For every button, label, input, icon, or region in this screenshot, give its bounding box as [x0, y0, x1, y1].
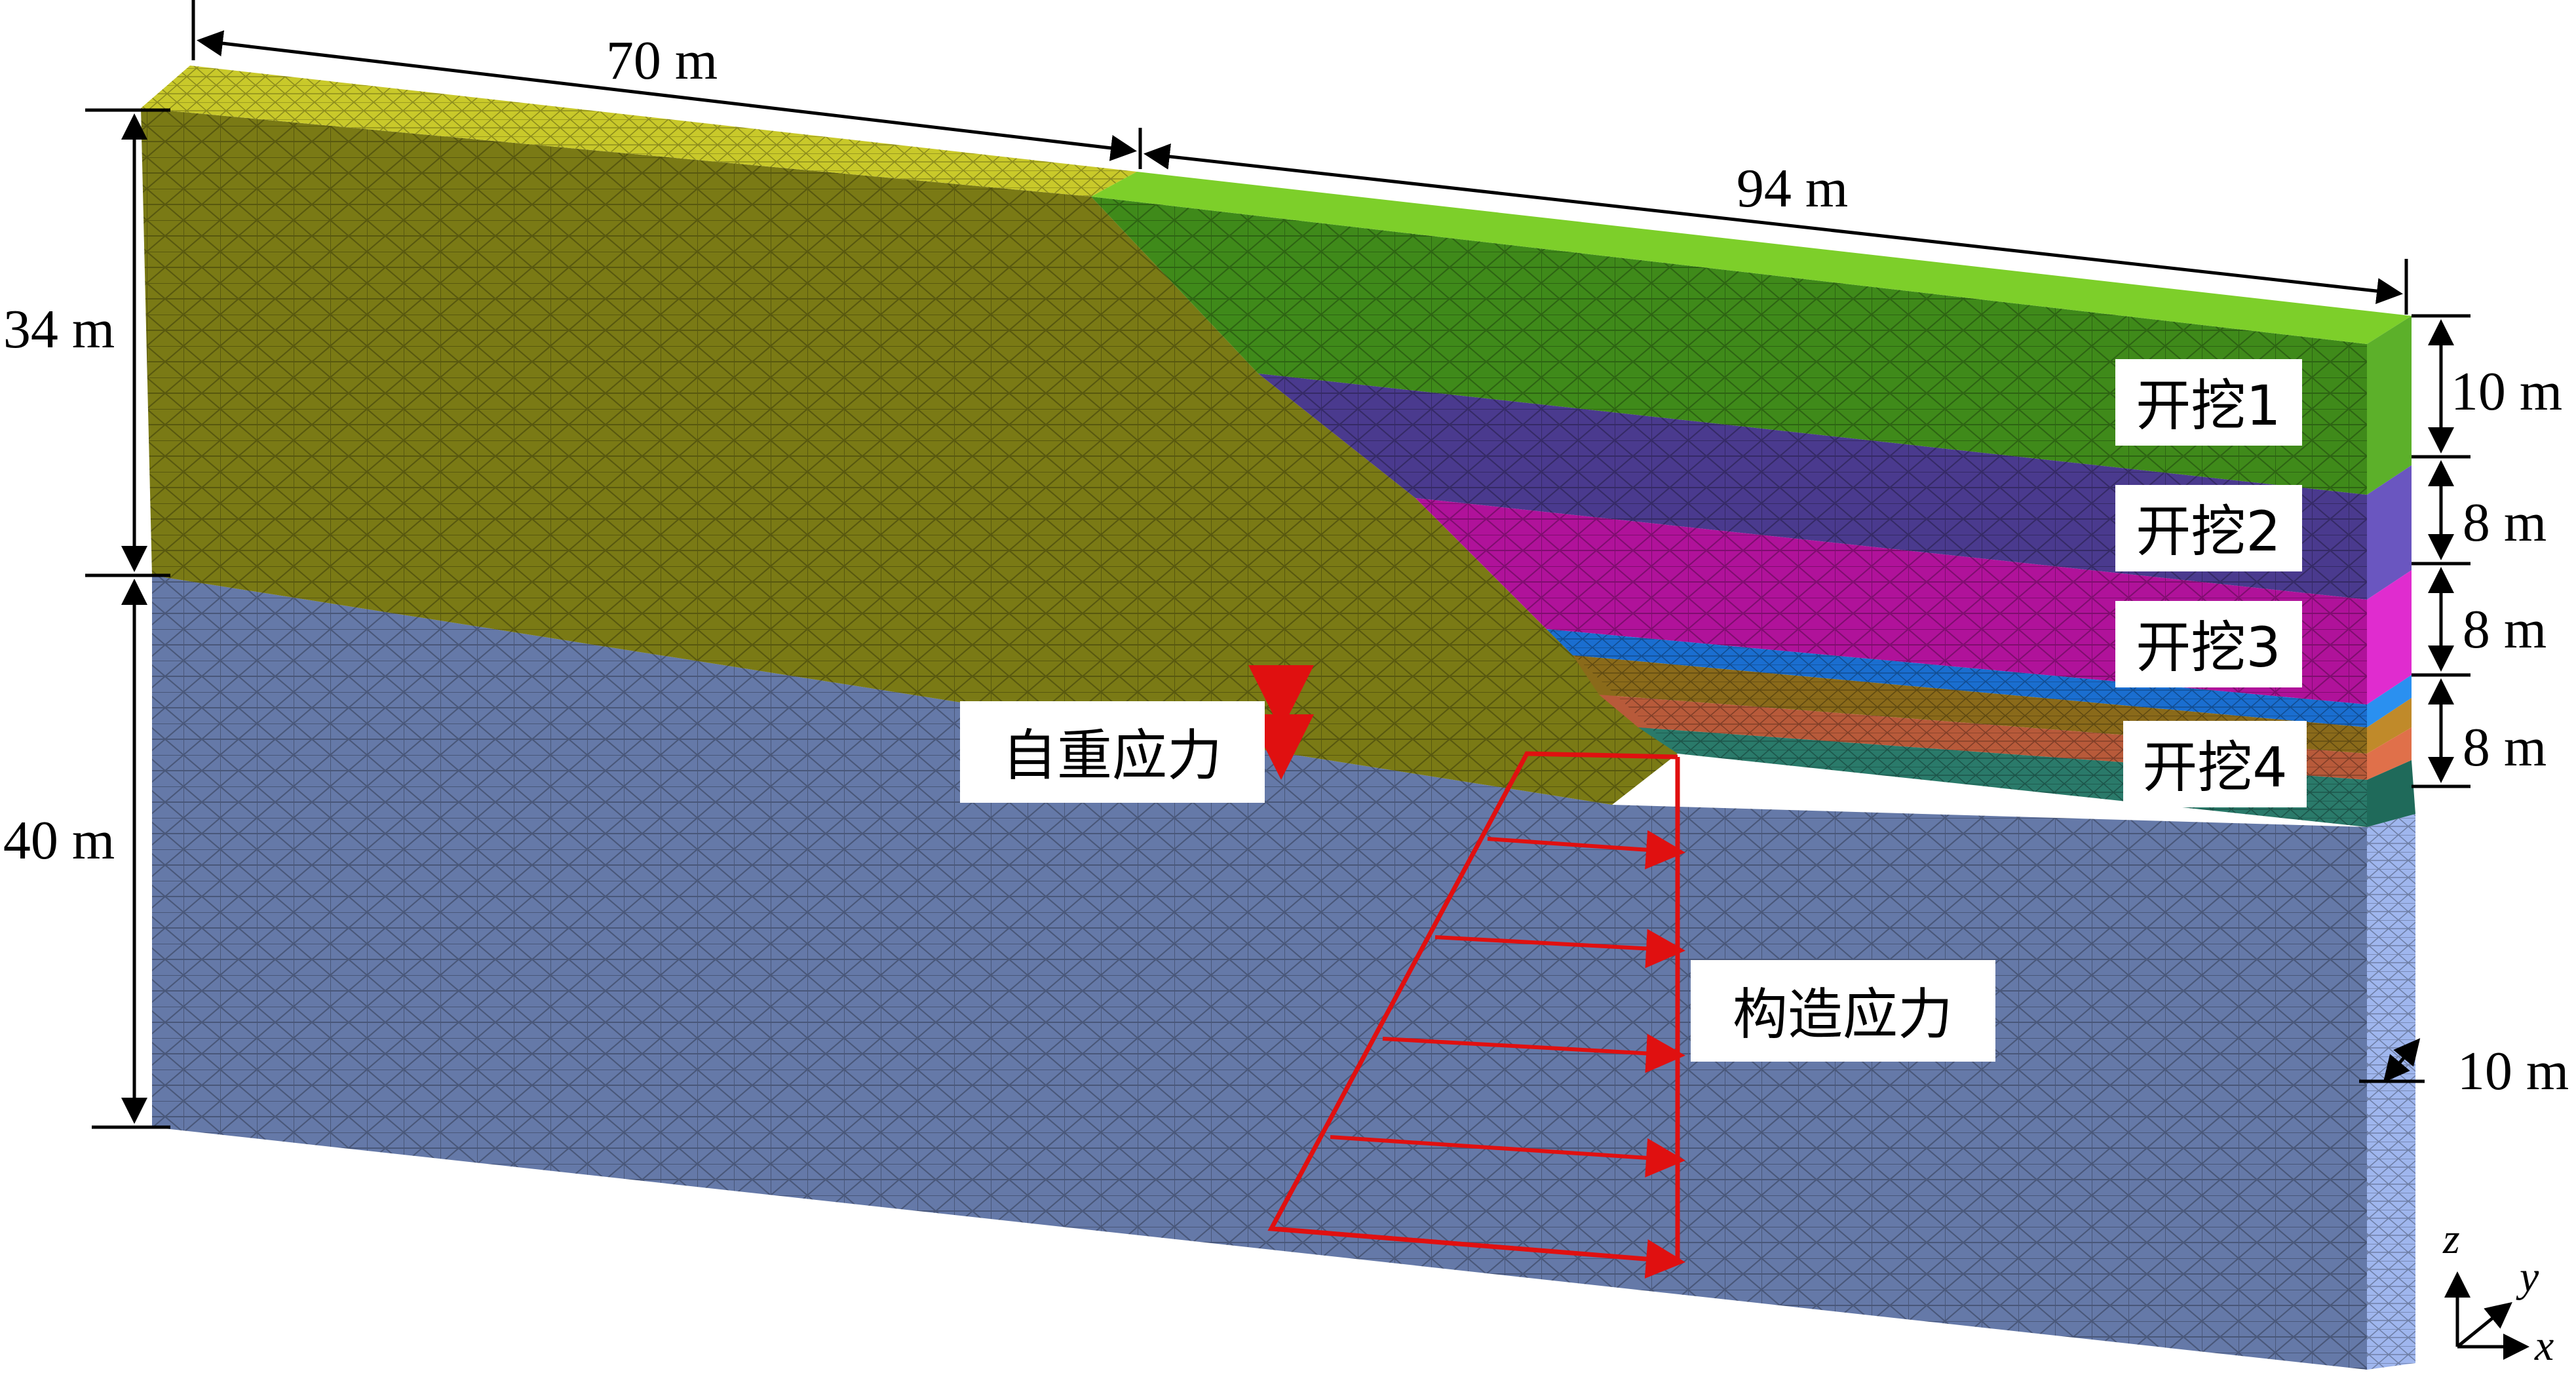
dim-layer2-label: 8 m	[2463, 492, 2547, 553]
excavation-label-2: 开挖2	[2136, 499, 2280, 564]
excavation-label-1: 开挖1	[2136, 374, 2280, 438]
excavation-layer-2	[1258, 374, 2412, 600]
dimension-lines	[85, 0, 2470, 1129]
dimension-labels: 70 m 94 m 34 m 40 m 10 m 8 m 8 m 8 m 10 …	[3, 30, 2569, 1102]
tectonic-arrow	[1330, 1135, 1685, 1178]
dim-70m-label: 70 m	[606, 30, 718, 91]
tectonic-arrow	[1434, 929, 1685, 969]
dim-70m-line	[197, 30, 1137, 161]
excavation-label-4: 开挖4	[2142, 735, 2287, 800]
load-labels: 自重应力 构造应力	[960, 701, 1995, 1062]
dim-94m-label: 94 m	[1737, 158, 1848, 219]
dim-depth-line	[2383, 1038, 2421, 1083]
excavation-label-3: 开挖3	[2136, 615, 2280, 680]
bedrock-block	[152, 575, 2415, 1370]
dim-depth-label: 10 m	[2457, 1041, 2569, 1102]
self-weight-label: 自重应力	[1002, 723, 1222, 788]
dim-layer4-label: 8 m	[2463, 717, 2547, 778]
tectonic-arrow	[1487, 830, 1685, 870]
tectonic-stress-label: 构造应力	[1733, 982, 1953, 1047]
dim-40m-label: 40 m	[3, 810, 115, 871]
axis-x-label: x	[2534, 1322, 2554, 1370]
dim-layer3-label: 8 m	[2463, 599, 2547, 660]
dim-94m-line	[1144, 143, 2403, 305]
tectonic-stress-diagram	[1267, 751, 1685, 1279]
dim-layer1-label: 10 m	[2451, 361, 2562, 422]
axis-triad	[2444, 1271, 2529, 1360]
tectonic-arrow	[1382, 1033, 1685, 1073]
tectonic-arrow	[1277, 1227, 1685, 1279]
excavation-labels: 开挖1 开挖2 开挖3 开挖4	[2115, 359, 2307, 807]
dim-34m-label: 34 m	[3, 299, 115, 360]
axis-y-label: y	[2516, 1253, 2539, 1301]
axis-z-label: z	[2442, 1215, 2460, 1263]
